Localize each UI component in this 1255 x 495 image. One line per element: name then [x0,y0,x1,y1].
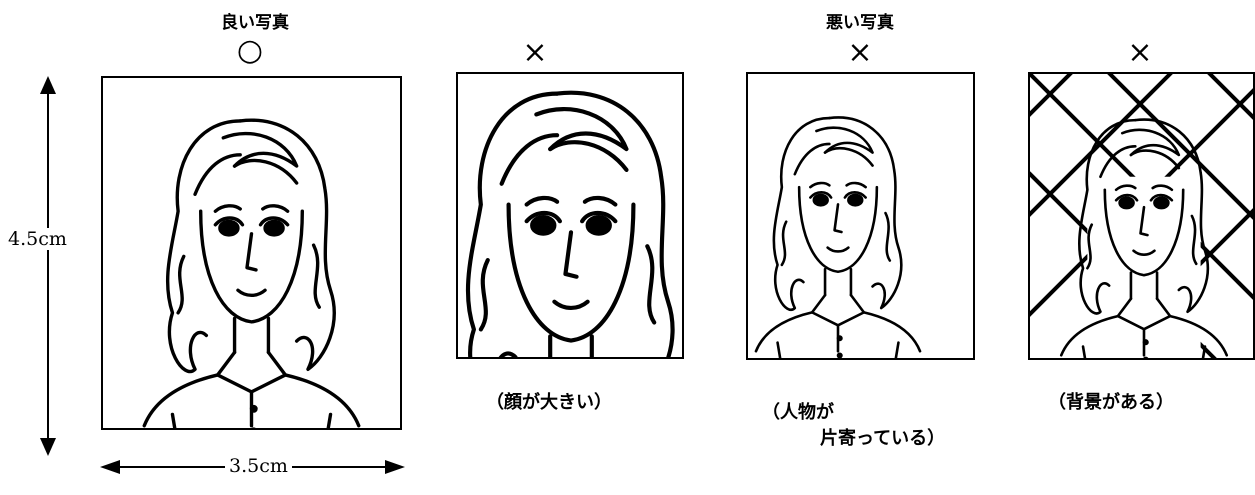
caption-face-large: （顔が大きい） [486,392,612,413]
bad-cross-mark-1: × [522,35,548,70]
bad-cross-mark-3: × [1127,35,1153,70]
portrait-background [1059,118,1229,358]
caption-off-center-line2: 片寄っている） [820,428,946,449]
bad-cross-mark-2: × [847,35,873,70]
portrait-good [142,118,361,428]
bad-photo-face-large [456,72,684,359]
portrait-large [456,72,684,359]
caption-background: （背景がある） [1048,392,1174,413]
height-dimension-label: 4.5cm [4,228,71,250]
good-circle-mark: ○ [236,33,264,68]
portrait-off-center [754,116,922,358]
bad-photo-heading: 悪い写真 [826,13,894,33]
caption-off-center-line1: （人物が [762,402,834,423]
good-photo-heading: 良い写真 [221,13,289,33]
height-dimension-arrow [40,76,56,456]
bad-photo-background [1028,72,1255,360]
width-dimension-label: 3.5cm [225,455,292,477]
good-photo [101,76,402,430]
bad-photo-off-center [746,72,975,360]
